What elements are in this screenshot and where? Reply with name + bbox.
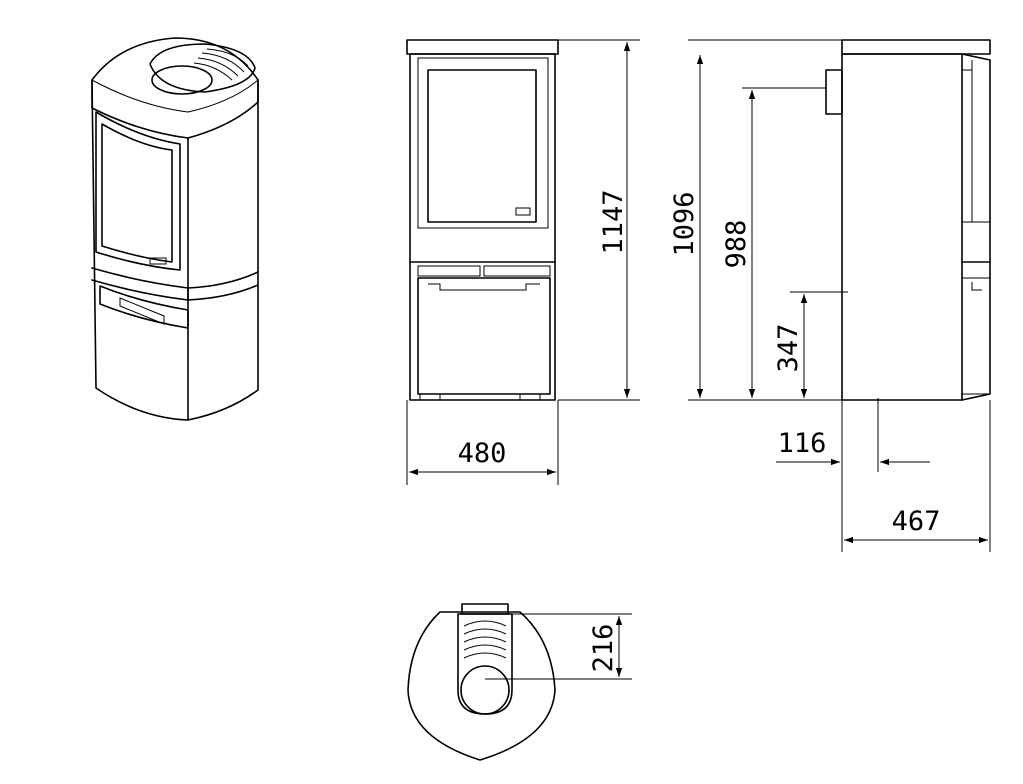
side-top-plate: [841, 39, 991, 55]
front-door-glass: [427, 69, 537, 223]
dim-inlet-height: 347: [773, 324, 804, 373]
dim-inlet-offset: 116: [778, 428, 827, 459]
dim-width: 480: [458, 438, 507, 469]
dim-top-outlet-offset: 216: [588, 624, 619, 673]
dim-total-height: 1147: [598, 189, 629, 254]
dim-side-height: 1096: [669, 191, 700, 256]
front-body: [409, 53, 556, 401]
top-outlet-circle: [460, 665, 510, 715]
door-handle: [515, 207, 531, 216]
front-top-plate: [406, 39, 559, 55]
front-drawer: [417, 277, 551, 395]
top-view: [407, 603, 556, 761]
rear-outlet-collar: [825, 69, 843, 115]
front-view: [406, 39, 559, 401]
side-body: [841, 53, 963, 401]
top-outline: [407, 611, 556, 761]
side-view: [825, 39, 991, 401]
dim-depth: 467: [892, 506, 941, 537]
dim-outlet-height: 988: [721, 220, 752, 269]
dimension-annotations: 1147 480 1096 988 347 116 467: [406, 39, 991, 680]
perspective-view: [91, 37, 259, 421]
